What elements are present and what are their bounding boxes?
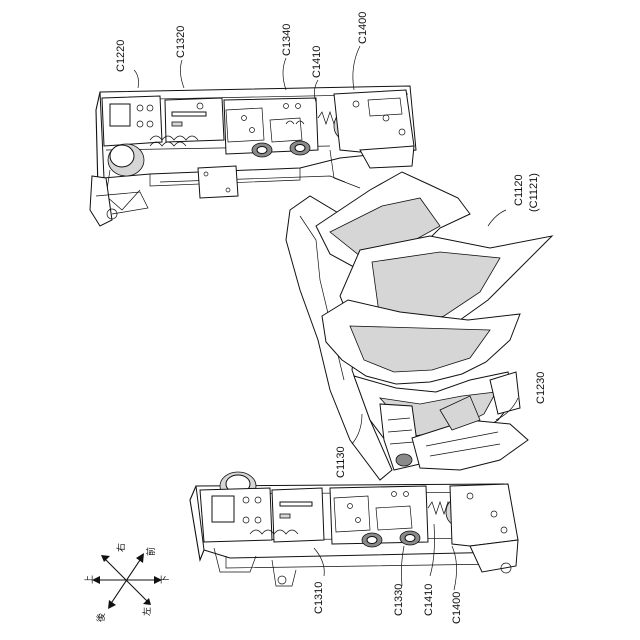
label-c1220: C1220 [115, 40, 127, 72]
axis-back: 後 [95, 613, 107, 622]
label-c1121: (C1121) [528, 173, 540, 212]
label-c1320: C1320 [175, 26, 187, 58]
label-c1230: C1230 [535, 372, 547, 404]
axis-down: 下 [161, 575, 171, 584]
lower-rail-assembly [190, 472, 518, 586]
axis-front: 前 [145, 547, 157, 556]
seat-assembly [286, 172, 552, 480]
direction-axes: 上 下 右 前 後 左 [84, 543, 171, 622]
label-c1400-top: C1400 [357, 12, 369, 44]
label-c1310: C1310 [313, 582, 325, 614]
label-c1410-bottom: C1410 [423, 584, 435, 616]
label-c1330: C1330 [393, 584, 405, 616]
axis-left: 左 [141, 607, 153, 616]
label-c1120: C1120 [513, 174, 525, 206]
label-c1130: C1130 [335, 446, 347, 478]
axis-right: 右 [115, 543, 127, 552]
label-c1400-bottom: C1400 [451, 592, 463, 624]
axis-up: 上 [84, 575, 95, 584]
label-c1340: C1340 [281, 24, 293, 56]
label-c1410-top: C1410 [311, 46, 323, 78]
